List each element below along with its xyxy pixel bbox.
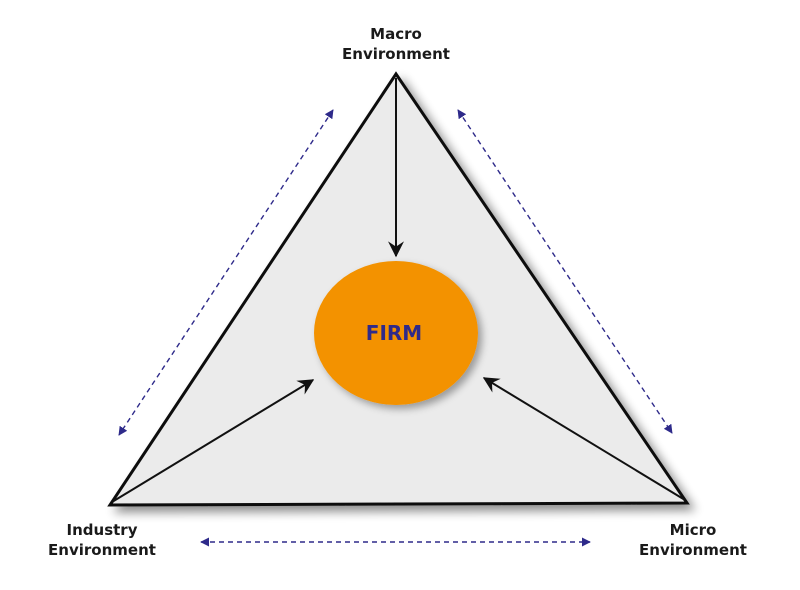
industry-environment-label: Industry Environment (48, 521, 156, 559)
firm-label: FIRM (366, 321, 422, 345)
micro-environment-label: Micro Environment (639, 521, 747, 559)
macro-label-line1: Macro (370, 25, 422, 43)
industry-label-line1: Industry (67, 521, 138, 539)
micro-label-line1: Micro (670, 521, 717, 539)
firm-circle (314, 261, 478, 405)
macro-micro-dashed-arrow (457, 109, 673, 434)
macro-industry-dashed-arrow (118, 109, 334, 436)
industry-label-line2: Environment (48, 541, 156, 559)
macro-environment-label: Macro Environment (342, 25, 450, 63)
micro-label-line2: Environment (639, 541, 747, 559)
macro-label-line2: Environment (342, 45, 450, 63)
